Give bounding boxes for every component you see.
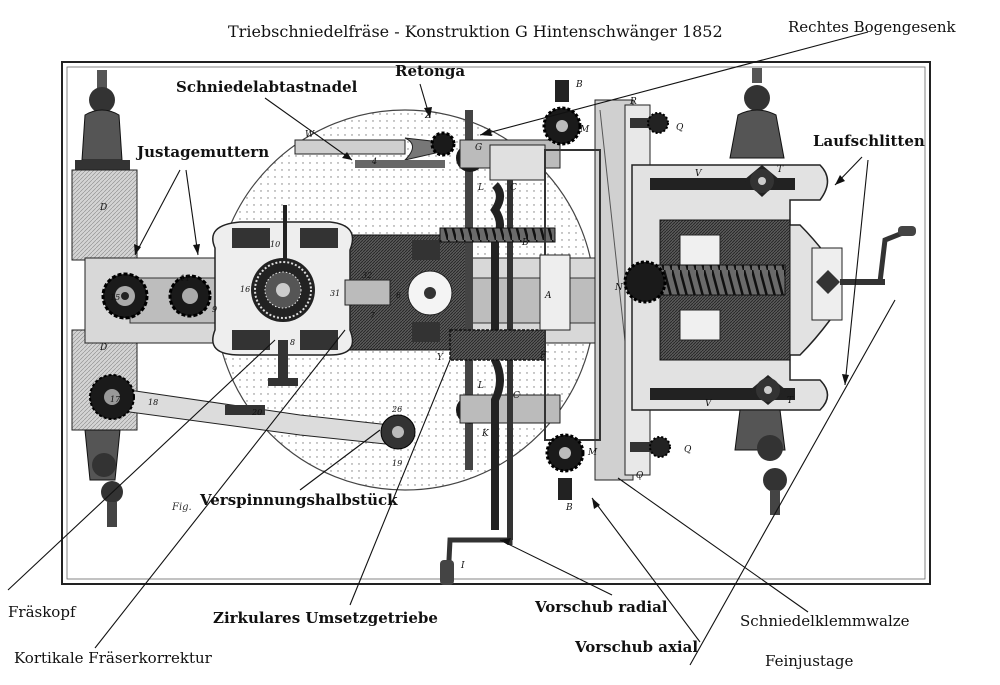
fraeskopf-cutter xyxy=(251,258,315,322)
svg-text:K: K xyxy=(481,429,490,439)
svg-text:32: 32 xyxy=(362,271,372,280)
svg-text:C: C xyxy=(510,183,517,193)
label-verspinnungshalbstueck: Verspinnungshalbstück xyxy=(200,491,398,509)
svg-text:B: B xyxy=(565,503,573,513)
svg-text:T: T xyxy=(787,396,794,406)
svg-text:T: T xyxy=(777,165,784,175)
svg-text:19: 19 xyxy=(392,459,402,468)
svg-text:16: 16 xyxy=(240,285,250,294)
svg-text:D: D xyxy=(99,343,107,353)
svg-text:31: 31 xyxy=(330,289,340,298)
retonga-gear xyxy=(430,131,456,157)
label-justagemuttern: Justagemuttern xyxy=(137,143,270,161)
svg-text:I: I xyxy=(460,561,465,571)
svg-text:M: M xyxy=(587,448,598,458)
label-kortikale-fraeserkorrektur: Kortikale Fräserkorrektur xyxy=(14,649,212,667)
svg-text:V: V xyxy=(695,169,703,179)
justage-nut-right xyxy=(168,274,212,318)
left-column-top xyxy=(71,169,138,261)
knob-q-bottom xyxy=(630,436,671,458)
label-fraeskopf: Fräskopf xyxy=(8,603,76,621)
label-zirkulares-umsetzgetriebe: Zirkulares Umsetzgetriebe xyxy=(213,609,438,627)
label-laufschlitten: Laufschlitten xyxy=(813,132,925,150)
svg-text:10: 10 xyxy=(270,240,280,249)
label-schniedelklemmwalze: Schniedelklemmwalze xyxy=(740,612,910,630)
needle-bar-w xyxy=(294,139,406,155)
fig-mark: Fig. xyxy=(171,502,192,513)
left-post-bottom xyxy=(84,429,123,527)
svg-text:11: 11 xyxy=(180,274,190,283)
svg-text:15: 15 xyxy=(110,293,120,302)
svg-text:L: L xyxy=(477,183,484,193)
svg-text:A: A xyxy=(544,291,552,301)
engraved-numbers: 4 10 11 15 16 17 18 19 20 26 31 32 6 7 8 9 xyxy=(110,157,402,468)
star-knob-t-bottom xyxy=(750,375,786,405)
label-vorschub-axial: Vorschub axial xyxy=(575,638,699,656)
svg-text:D: D xyxy=(99,203,107,213)
gear-m-bottom xyxy=(545,433,585,500)
crank-handle xyxy=(877,229,906,283)
left-post-top xyxy=(75,70,130,170)
svg-text:V: V xyxy=(705,399,713,409)
svg-text:18: 18 xyxy=(148,398,158,407)
svg-text:8: 8 xyxy=(290,338,295,347)
svg-text:6: 6 xyxy=(396,291,401,300)
svg-text:20: 20 xyxy=(251,408,262,417)
rack-b xyxy=(439,227,556,243)
label-retonga: Retonga xyxy=(395,62,466,80)
svg-text:B: B xyxy=(521,238,529,248)
callout-arrowheads xyxy=(134,107,849,545)
svg-text:M: M xyxy=(579,125,590,135)
gear-m-top xyxy=(542,80,582,146)
svg-text:Z: Z xyxy=(424,111,432,121)
svg-text:Y: Y xyxy=(437,353,444,363)
svg-text:L: L xyxy=(477,381,484,391)
svg-text:G: G xyxy=(475,143,482,153)
right-post-bottom xyxy=(734,409,787,515)
star-knob-t-top xyxy=(744,165,780,197)
label-vorschub-radial: Vorschub radial xyxy=(535,598,668,616)
svg-text:17: 17 xyxy=(110,395,121,404)
label-schniedelabtastnadel: Schniedelabtastnadel xyxy=(176,78,358,96)
worm-gear-y xyxy=(449,329,546,361)
svg-text:26: 26 xyxy=(391,405,402,414)
justage-nut-left xyxy=(101,272,149,320)
svg-text:F: F xyxy=(539,351,547,361)
diagram-title: Triebschniedelfräse - Konstruktion G Hin… xyxy=(228,22,723,41)
callout-lines xyxy=(7,31,896,666)
svg-text:Q: Q xyxy=(676,123,684,133)
svg-text:B: B xyxy=(575,80,583,90)
svg-text:7: 7 xyxy=(370,311,376,320)
knob-q-top xyxy=(630,112,669,134)
svg-text:N: N xyxy=(614,283,624,293)
svg-text:Q: Q xyxy=(684,445,692,455)
svg-text:4: 4 xyxy=(371,157,377,166)
label-feinjustage: Feinjustage xyxy=(765,652,854,670)
svg-text:R: R xyxy=(629,97,637,107)
svg-text:C: C xyxy=(513,391,520,401)
label-rechtes-bogengesenk: Rechtes Bogengesenk xyxy=(788,18,956,36)
svg-text:W: W xyxy=(305,130,315,140)
right-post-top xyxy=(729,68,785,159)
svg-text:O: O xyxy=(636,471,644,481)
svg-text:9: 9 xyxy=(212,305,217,314)
